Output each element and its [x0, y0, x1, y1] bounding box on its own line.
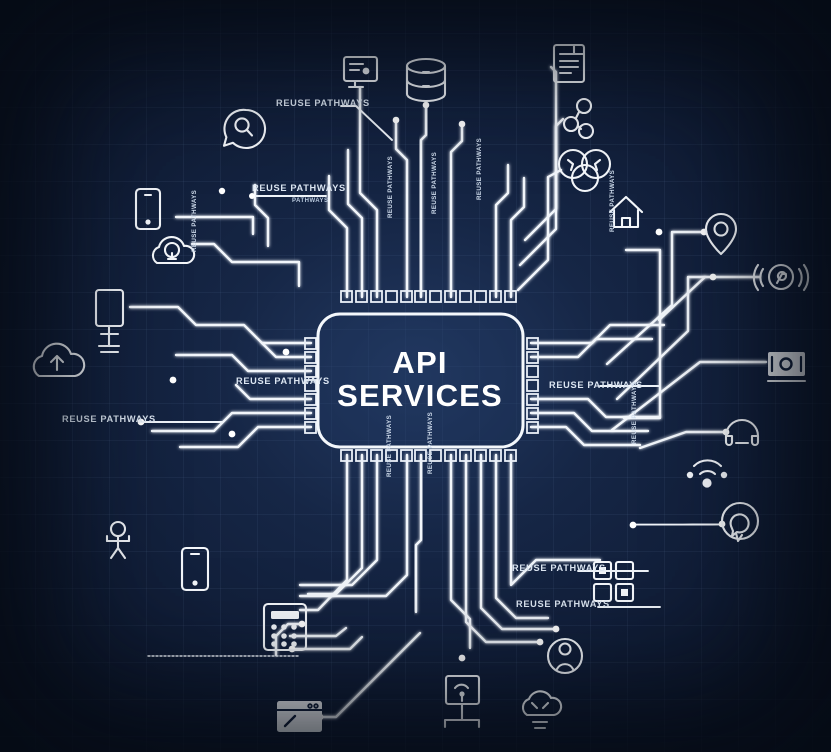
wifi-icon[interactable]: [686, 459, 728, 488]
smartphone-alt-icon[interactable]: [180, 546, 210, 592]
headset-icon[interactable]: [724, 418, 760, 446]
chip-pins-top: [340, 290, 517, 303]
chip-pins-right: [526, 337, 539, 434]
robot-icon[interactable]: [105, 520, 131, 560]
label-upper-left-sub: PATHWAYS: [292, 198, 329, 204]
globe-icon[interactable]: [557, 148, 612, 193]
traces-right: [529, 228, 768, 530]
traces-left: [96, 183, 313, 449]
server-rack-icon[interactable]: [443, 674, 481, 729]
chip-pins-bottom: [340, 449, 517, 462]
label-inner-left: REUSE PATHWAYS: [236, 376, 330, 386]
chip-title-line2: SERVICES: [337, 378, 503, 413]
label-top-left: REUSE PATHWAYS: [276, 98, 370, 108]
micro-vert-bot-1: REUSE PATHWAYS: [386, 415, 393, 477]
user-circle-icon[interactable]: [546, 637, 584, 675]
share-nodes-icon[interactable]: [562, 97, 595, 140]
micro-vert-right-2: REUSE PATHWAYS: [631, 382, 638, 444]
calculator-icon[interactable]: [262, 602, 308, 652]
home-icon[interactable]: [608, 195, 644, 229]
smartphone-icon[interactable]: [134, 187, 162, 231]
label-bottom-right-1: REUSE PATHWAYS: [512, 563, 606, 573]
cloud-sync-icon[interactable]: [521, 690, 563, 730]
location-pin-icon[interactable]: [704, 212, 738, 256]
chat-search-icon[interactable]: [222, 108, 267, 150]
label-callouts: [138, 105, 661, 657]
chip-body[interactable]: [316, 312, 525, 449]
kiosk-icon[interactable]: [94, 288, 125, 354]
label-inner-right: REUSE PATHWAYS: [549, 380, 643, 390]
micro-vert-top-2: REUSE PATHWAYS: [431, 152, 438, 214]
traces-top: [327, 61, 565, 299]
chat-bubble-icon[interactable]: [720, 501, 760, 543]
chip-title-line1: API: [392, 345, 447, 380]
label-bottom-right-2: REUSE PATHWAYS: [516, 599, 610, 609]
traces-bottom: [274, 453, 602, 721]
label-upper-left: REUSE PATHWAYS: [252, 183, 346, 193]
pathway-labels: REUSE PATHWAYS REUSE PATHWAYS PATHWAYS R…: [62, 98, 643, 609]
banknote-icon[interactable]: [766, 352, 807, 383]
micro-vert-top-3: REUSE PATHWAYS: [476, 138, 483, 200]
label-outer-left: REUSE PATHWAYS: [62, 414, 156, 424]
database-icon[interactable]: [405, 57, 447, 103]
cloud-bulb-icon[interactable]: [151, 235, 196, 265]
micro-vert-top-1: REUSE PATHWAYS: [387, 156, 394, 218]
micro-labels: REUSE PATHWAYS REUSE PATHWAYS REUSE PATH…: [191, 138, 638, 477]
document-icon[interactable]: [552, 43, 586, 84]
cloud-upload-icon[interactable]: [32, 342, 86, 378]
micro-vert-bot-2: REUSE PATHWAYS: [427, 412, 434, 474]
broadcast-icon[interactable]: [752, 263, 810, 292]
micro-vert-right-1: REUSE PATHWAYS: [609, 170, 616, 232]
monitor-icon[interactable]: [342, 55, 379, 89]
browser-icon[interactable]: [276, 701, 323, 732]
chip-pins-left: [304, 337, 317, 434]
micro-vert-left-1: REUSE PATHWAYS: [191, 190, 198, 252]
